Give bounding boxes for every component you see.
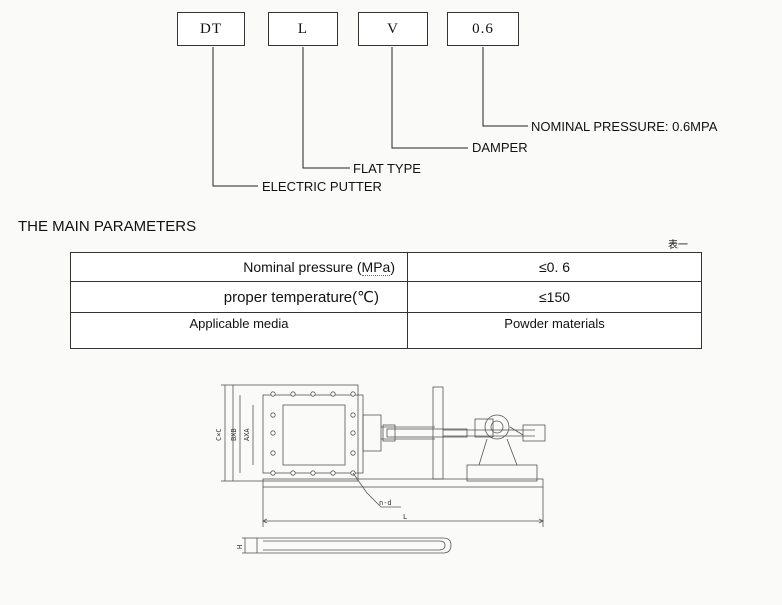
table-row: proper temperature(℃) ≤150 — [70, 281, 702, 313]
section-title: THE MAIN PARAMETERS — [18, 218, 197, 235]
param-name-media: Applicable media — [70, 312, 408, 349]
label-damper: DAMPER — [472, 140, 528, 155]
param-name-temperature: proper temperature(℃) — [70, 281, 408, 313]
label-nominal-pressure: NOMINAL PRESSURE: 0.6MPA — [531, 119, 718, 134]
param-value-pressure: ≤0. 6 — [407, 252, 702, 282]
table-number-note: 表一 — [668, 240, 688, 251]
table-row: Applicable media Powder materials — [70, 312, 702, 349]
code-box-pressure: 0.6 — [447, 12, 519, 46]
label-flat-type: FLAT TYPE — [353, 161, 421, 176]
dim-nd: n-d — [379, 499, 392, 507]
dim-bxb: BXB — [230, 428, 238, 441]
label-electric-putter: ELECTRIC PUTTER — [262, 179, 382, 194]
param-value-temperature: ≤150 — [407, 281, 702, 313]
table-row: Nominal pressure (MPa) ≤0. 6 — [70, 252, 702, 282]
code-box-l: L — [268, 12, 338, 46]
code-box-dt: DT — [177, 12, 245, 46]
code-box-v: V — [358, 12, 428, 46]
param-name-pressure: Nominal pressure (MPa) — [70, 252, 408, 282]
parameters-table: Nominal pressure (MPa) ≤0. 6 proper temp… — [70, 252, 702, 349]
model-code-connector-lines — [212, 47, 528, 187]
param-value-media: Powder materials — [407, 312, 702, 349]
dim-h: H — [236, 545, 244, 549]
dim-l: L — [403, 513, 407, 521]
dim-axa: AXA — [243, 428, 251, 441]
valve-technical-drawing: C×C BXB AXA n-d L H — [215, 384, 546, 554]
dim-cxc: C×C — [215, 428, 223, 441]
